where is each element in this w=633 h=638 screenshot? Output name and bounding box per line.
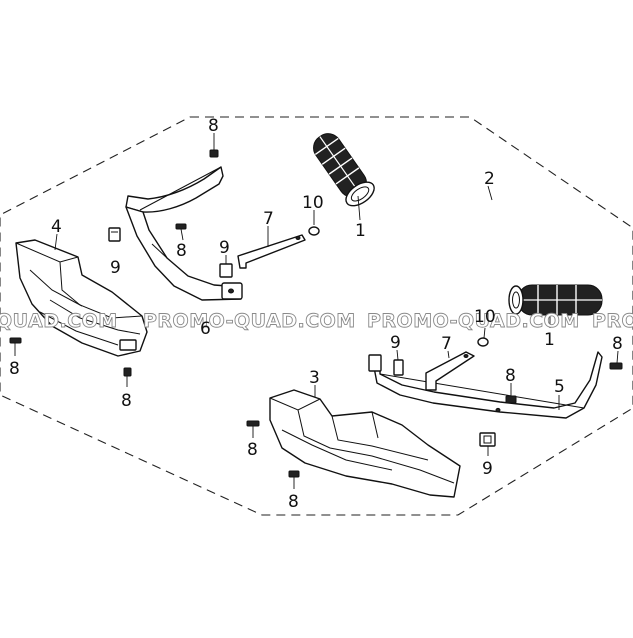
callout-8-left-lower: 8 (121, 391, 132, 411)
screw-8-bracket (175, 223, 187, 241)
lower-bracket (368, 351, 603, 419)
clip-9-middle (219, 255, 233, 278)
screw-8-right (609, 350, 623, 370)
watermark-left: QUAD.COM (0, 310, 118, 332)
callout-4: 4 (51, 217, 62, 237)
screw-8-top (209, 133, 219, 158)
callout-8-handguard: 8 (247, 440, 258, 460)
callout-9-upper-left: 9 (110, 258, 121, 278)
nut-10-lower (477, 327, 489, 347)
screw-8-lower-bracket (505, 383, 517, 404)
clip-9-lower (393, 349, 404, 376)
assembly-boundary (0, 116, 633, 516)
callout-10-lower: 10 (474, 307, 496, 327)
screw-8-handguard (246, 420, 260, 438)
callout-8-right: 8 (612, 334, 623, 354)
callout-8-bracket: 8 (176, 241, 187, 261)
leader-1-upper (357, 195, 361, 221)
callout-7-lower: 7 (441, 334, 452, 354)
clip-9-upper-left (108, 227, 121, 242)
leader-4 (54, 233, 58, 251)
callout-5: 5 (554, 377, 565, 397)
screw-8-left (9, 337, 22, 356)
callout-3: 3 (309, 368, 320, 388)
mount-plate-7-lower (425, 350, 475, 391)
callout-8-left: 8 (9, 359, 20, 379)
callout-6: 6 (200, 319, 211, 339)
callout-7-upper: 7 (263, 209, 274, 229)
callout-8-top: 8 (208, 116, 219, 136)
callout-8-lower-bracket: 8 (505, 366, 516, 386)
callout-9-right: 9 (482, 459, 493, 479)
callout-9-lower: 9 (390, 333, 401, 353)
screw-8-left-lower (123, 367, 132, 387)
grip-1-upper (313, 133, 375, 207)
watermark-center-right: PROMO-QUAD.COM (367, 310, 580, 332)
screw-8-bottom (288, 470, 300, 489)
leader-2 (487, 185, 493, 201)
watermark-center-left: PROMO-QUAD.COM (143, 310, 356, 332)
clip-9-right (479, 432, 496, 456)
watermark-right: PROM (592, 310, 633, 332)
callout-1-upper: 1 (355, 221, 366, 241)
callout-1-lower: 1 (544, 330, 555, 350)
nut-10-upper (308, 210, 320, 236)
upper-handguard (15, 239, 148, 357)
callout-2: 2 (484, 169, 495, 189)
callout-10-upper: 10 (302, 193, 324, 213)
upper-bracket (125, 166, 243, 301)
callout-8-bottom: 8 (288, 492, 299, 512)
grip-1-lower (508, 284, 603, 328)
mount-plate-7-upper (237, 226, 306, 269)
lower-handguard (269, 389, 461, 498)
callout-9-middle: 9 (219, 238, 230, 258)
